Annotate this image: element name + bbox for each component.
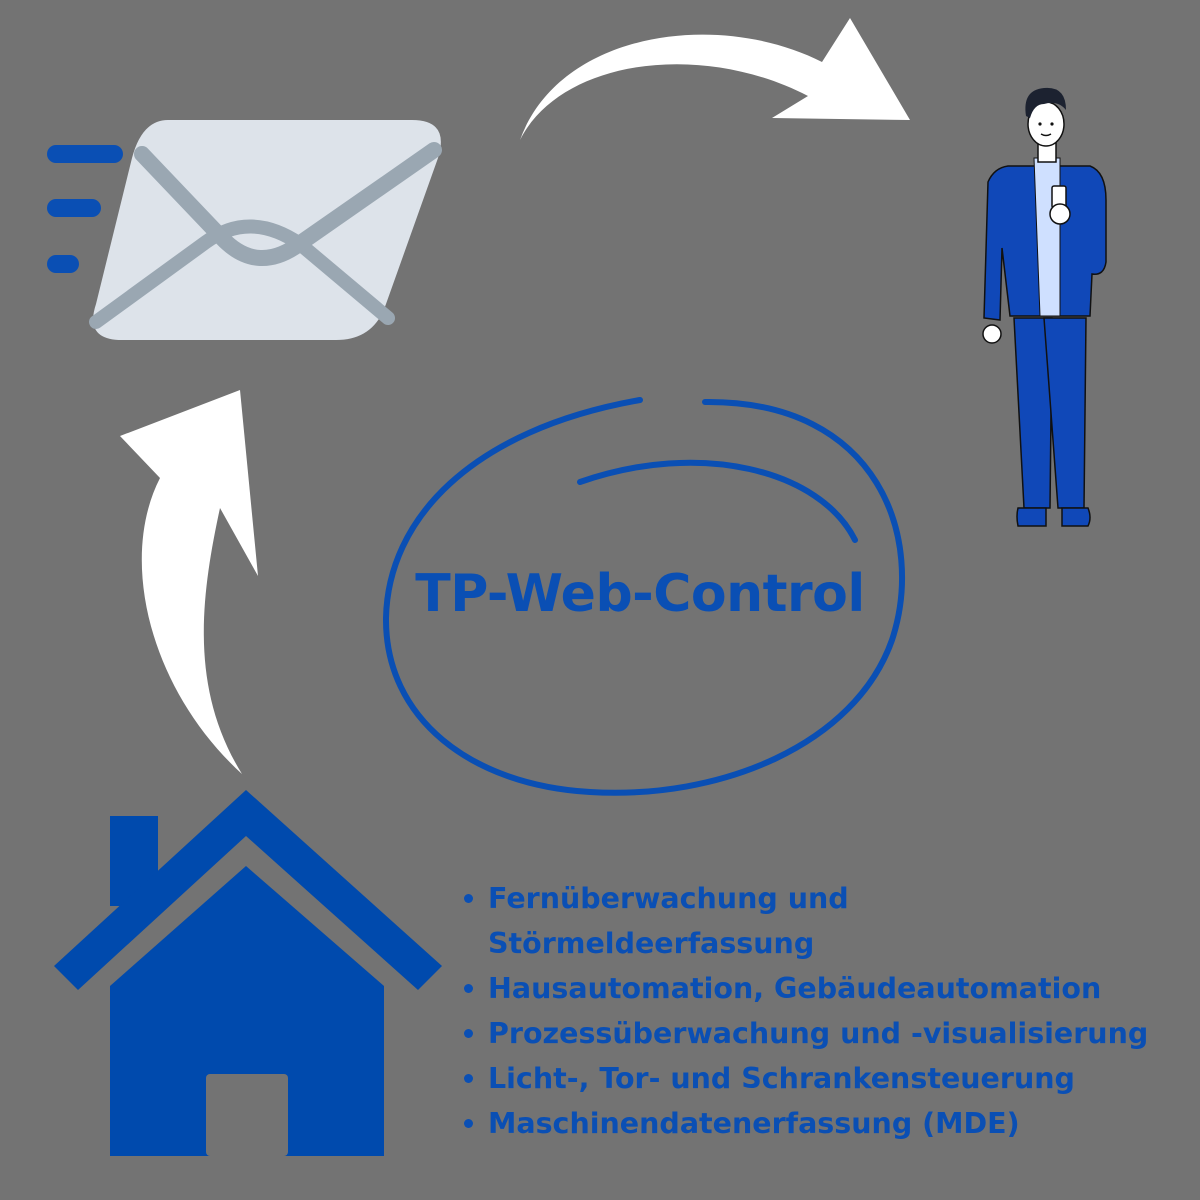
feature-item: Prozessüberwachung und -visualisierung [462, 1011, 1182, 1056]
feature-item: Hausautomation, Gebäudeautomation [462, 966, 1182, 1011]
feature-list: Fernüberwachung und Störmeldeerfassung H… [462, 876, 1182, 1146]
arrow-envelope-to-person [520, 18, 910, 140]
feature-item: Licht-, Tor- und Schrankensteuerung [462, 1056, 1182, 1101]
feature-item: Fernüberwachung und Störmeldeerfassung [462, 876, 908, 966]
title-ellipse [382, 397, 906, 796]
envelope-icon [89, 120, 442, 340]
person-icon [982, 87, 1107, 527]
feature-item: Maschinendatenerfassung (MDE) [462, 1101, 1182, 1146]
diagram-title: TP-Web-Control [415, 564, 865, 624]
house-icon [54, 790, 442, 1156]
speed-lines [47, 145, 123, 273]
arrow-house-to-envelope [120, 390, 258, 774]
